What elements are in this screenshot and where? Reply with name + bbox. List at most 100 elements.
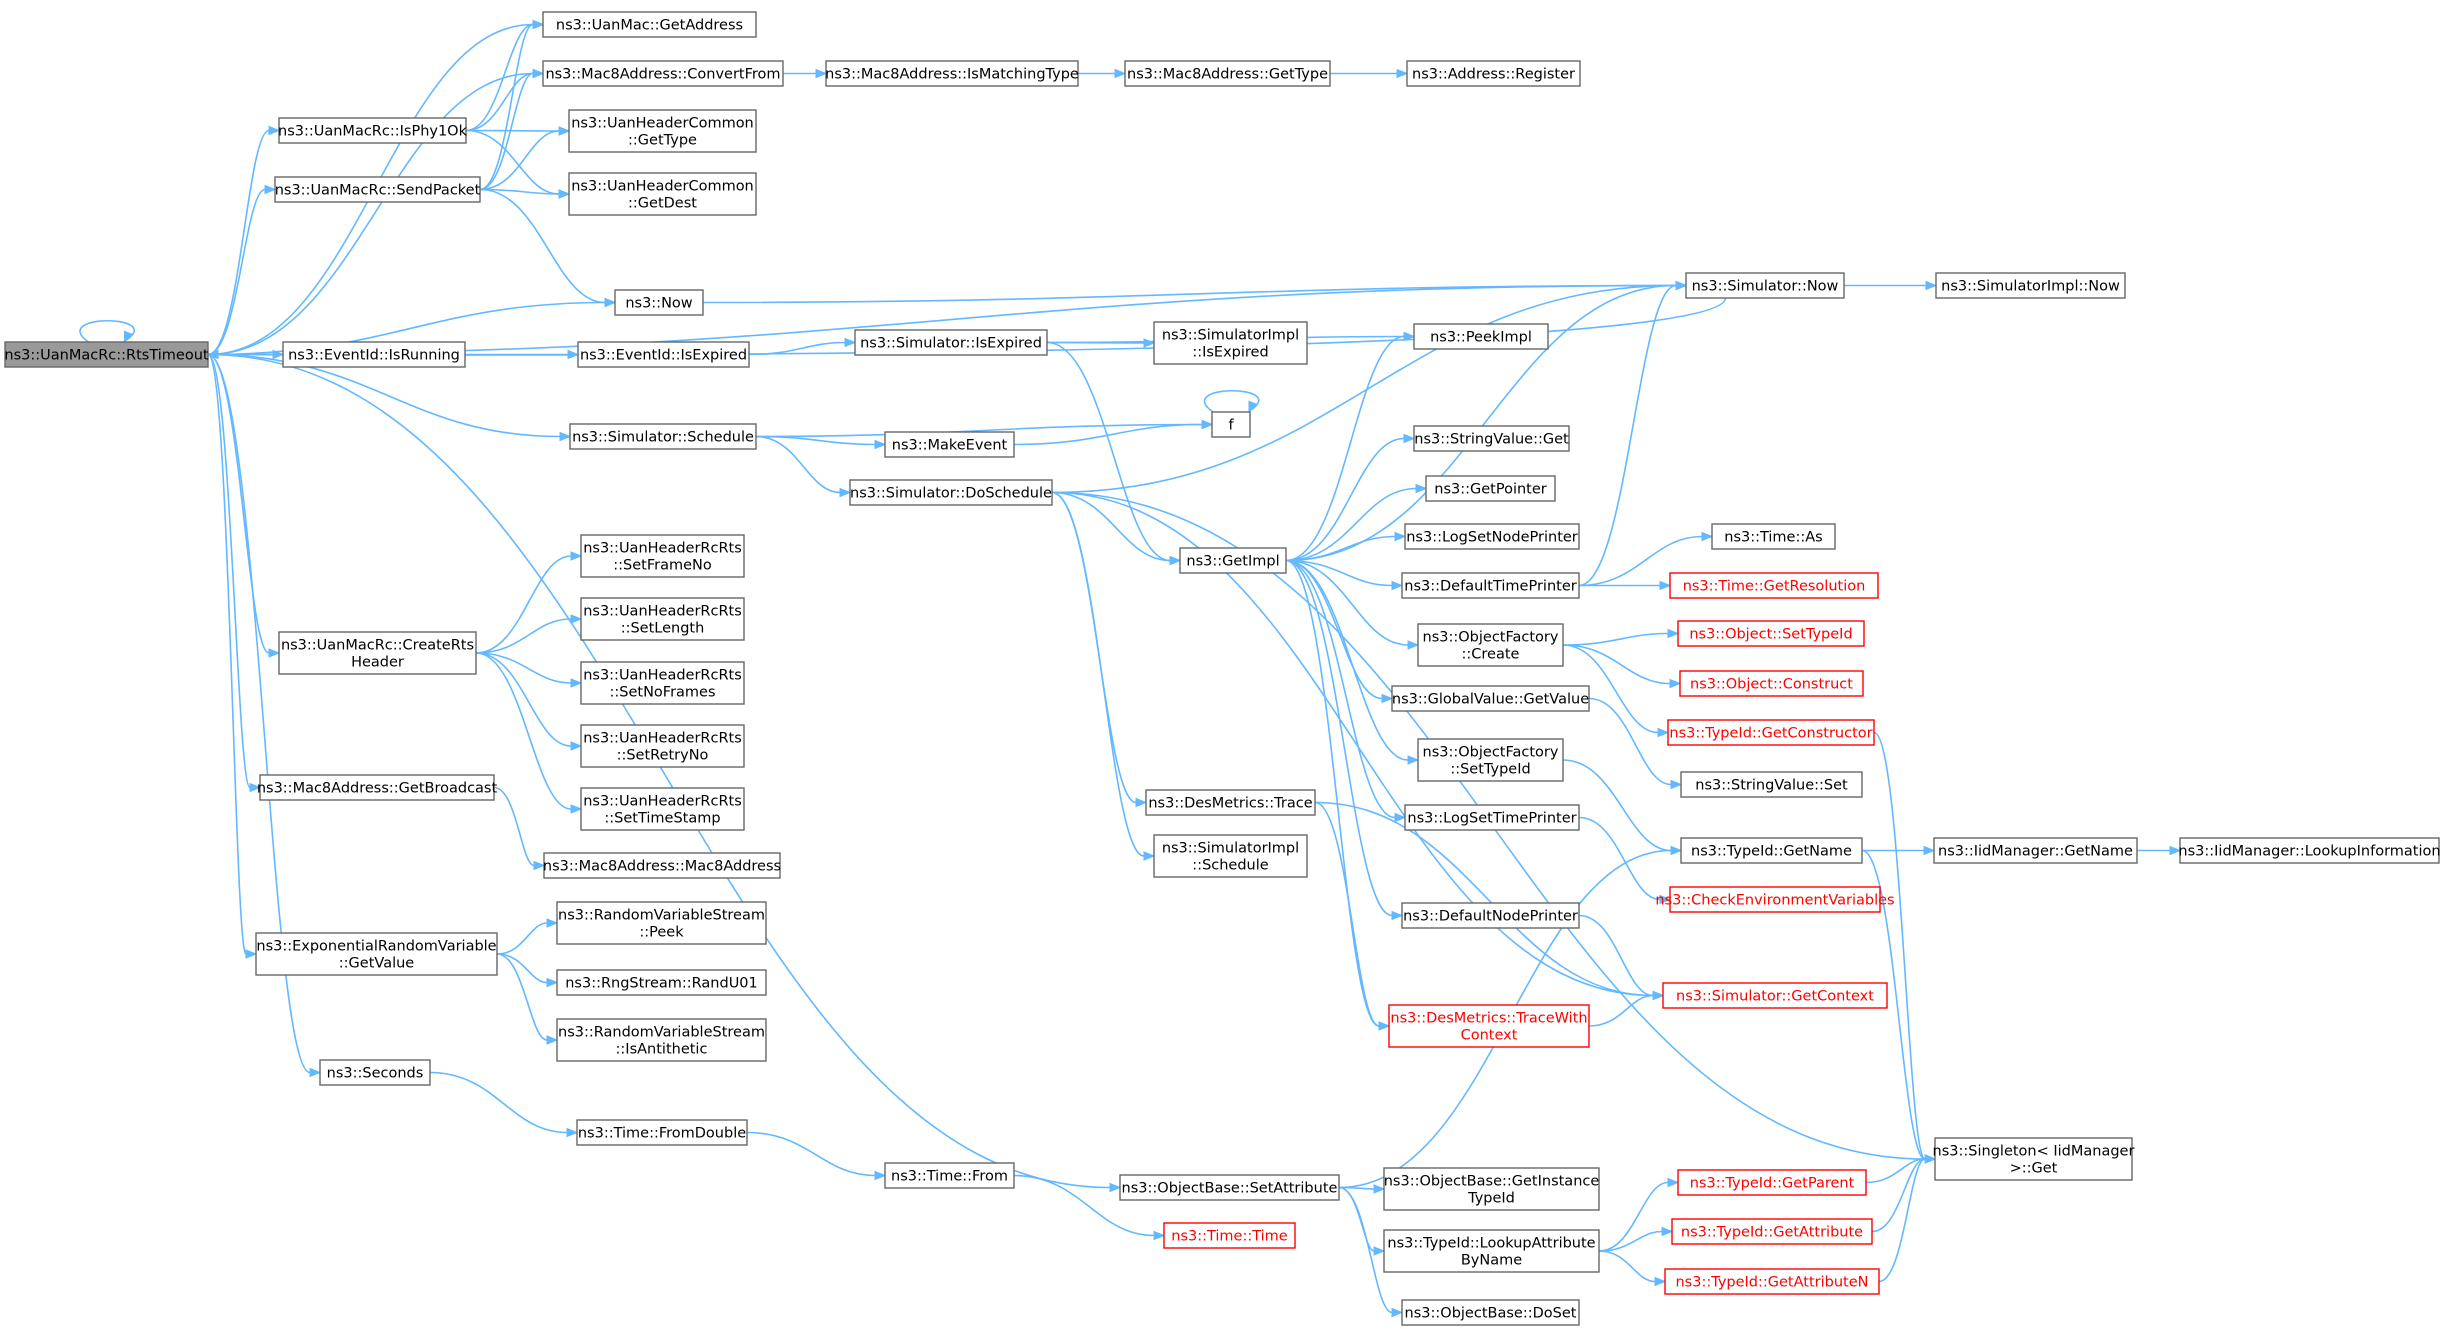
node-singleton[interactable]: ns3::Singleton< IidManager >::Get: [1933, 1137, 2135, 1181]
edge-expget-to-randu01-arrow: [546, 977, 559, 988]
node-construct[interactable]: ns3::Object::Construct: [1679, 670, 1864, 697]
node-box: [1383, 1167, 1600, 1211]
node-isanti[interactable]: ns3::RandomVariableStream::IsAntithetic: [556, 1018, 767, 1062]
edge-simnow-to-root-arrow: [206, 349, 219, 360]
node-getres[interactable]: ns3::Time::GetResolution: [1669, 572, 1879, 599]
node-isrunning[interactable]: ns3::EventId::IsRunning: [282, 341, 466, 368]
edge-getimpl-to-defnode: [1285, 559, 1393, 917]
node-sendpkt[interactable]: ns3::UanMacRc::SendPacket: [274, 176, 481, 203]
node-getattrn[interactable]: ns3::TypeId::GetAttributeN: [1664, 1268, 1880, 1295]
node-hdrdest[interactable]: ns3::UanHeaderCommon::GetDest: [568, 172, 757, 216]
node-rvpeek[interactable]: ns3::RandomVariableStream::Peek: [556, 901, 767, 945]
node-doschedule[interactable]: ns3::Simulator::DoSchedule: [849, 479, 1053, 506]
node-box: [1677, 620, 1865, 647]
edge-getbcast-to-mac8-arrow: [533, 860, 546, 871]
node-getaddr[interactable]: ns3::UanMac::GetAddress: [542, 11, 757, 38]
edge-isphy-to-getaddr: [465, 23, 534, 132]
node-gvget[interactable]: ns3::GlobalValue::GetValue: [1391, 685, 1590, 712]
edge-logtime-to-checkenv-arrow: [1659, 894, 1672, 905]
edge-getattrn-to-singleton-arrow: [1924, 1154, 1937, 1164]
node-setnoframes[interactable]: ns3::UanHeaderRcRts::SetNoFrames: [580, 661, 745, 705]
edge-createrts-to-setnoframes-arrow: [570, 678, 583, 688]
node-seconds[interactable]: ns3::Seconds: [319, 1059, 431, 1086]
node-randu01[interactable]: ns3::RngStream::RandU01: [556, 969, 767, 996]
node-f[interactable]: f: [1211, 411, 1251, 438]
edge-getbcast-to-mac8: [493, 786, 535, 867]
node-deftime[interactable]: ns3::DefaultTimePrinter: [1401, 572, 1580, 599]
node-checkenv[interactable]: ns3::CheckEnvironmentVariables: [1655, 886, 1895, 913]
node-setframe[interactable]: ns3::UanHeaderRcRts::SetFrameNo: [580, 534, 745, 578]
node-ismatch[interactable]: ns3::Mac8Address::IsMatchingType: [825, 60, 1079, 87]
node-iidlookup[interactable]: ns3::IidManager::LookupInformation: [2178, 837, 2441, 864]
node-implsched[interactable]: ns3::SimulatorImpl::Schedule: [1153, 834, 1308, 878]
node-iidname[interactable]: ns3::IidManager::GetName: [1933, 837, 2138, 864]
edge-doschedule-to-destrace: [1051, 491, 1137, 804]
node-logtime[interactable]: ns3::LogSetTimePrinter: [1404, 804, 1580, 831]
node-getimpl[interactable]: ns3::GetImpl: [1179, 547, 1287, 574]
node-label: ns3::UanHeaderCommon: [571, 116, 754, 132]
node-schedule[interactable]: ns3::Simulator::Schedule: [569, 423, 757, 450]
node-label: ns3::SimulatorImpl::Now: [1941, 279, 2120, 295]
node-destrace[interactable]: ns3::DesMetrics::Trace: [1145, 789, 1316, 816]
edge-root-to-root: [79, 319, 136, 343]
edge-objcreate-to-setiid-arrow: [1667, 628, 1680, 639]
node-label: ns3::Mac8Address::IsMatchingType: [825, 67, 1079, 83]
node-strget[interactable]: ns3::StringValue::Get: [1413, 425, 1570, 452]
node-mac8[interactable]: ns3::Mac8Address::Mac8Address: [543, 852, 781, 879]
edge-gvget-to-strset-arrow: [1670, 779, 1683, 790]
node-isexpired[interactable]: ns3::EventId::IsExpired: [577, 341, 750, 368]
node-getctor[interactable]: ns3::TypeId::GetConstructor: [1667, 719, 1875, 746]
node-timefrom[interactable]: ns3::Time::From: [884, 1162, 1015, 1189]
node-expget[interactable]: ns3::ExponentialRandomVariable::GetValue: [255, 932, 498, 976]
node-isphy[interactable]: ns3::UanMacRc::IsPhy1Ok: [278, 117, 468, 144]
node-simnow[interactable]: ns3::Simulator::Now: [1685, 272, 1845, 299]
node-label: ::SetLength: [621, 621, 705, 637]
node-getparent[interactable]: ns3::TypeId::GetParent: [1677, 1169, 1867, 1196]
node-objcreate[interactable]: ns3::ObjectFactory::Create: [1417, 623, 1564, 667]
node-hdrtype[interactable]: ns3::UanHeaderCommon::GetType: [568, 109, 757, 153]
node-setattr[interactable]: ns3::ObjectBase::SetAttribute: [1119, 1174, 1340, 1201]
node-lognode[interactable]: ns3::LogSetNodePrinter: [1404, 523, 1580, 550]
edge-root-to-getbcast: [207, 353, 251, 789]
node-defnode[interactable]: ns3::DefaultNodePrinter: [1401, 902, 1580, 929]
node-root[interactable]: ns3::UanMacRc::RtsTimeout: [4, 341, 209, 368]
node-tidname[interactable]: ns3::TypeId::GetName: [1680, 837, 1863, 864]
node-label: ns3::UanHeaderRcRts: [583, 794, 742, 810]
node-implnow[interactable]: ns3::SimulatorImpl::Now: [1935, 272, 2126, 299]
node-setretry[interactable]: ns3::UanHeaderRcRts::SetRetryNo: [580, 724, 745, 768]
node-peekimpl[interactable]: ns3::PeekImpl: [1413, 323, 1549, 350]
node-gettype8[interactable]: ns3::Mac8Address::GetType: [1124, 60, 1331, 87]
edge-sendpkt-to-convfrom: [479, 72, 534, 191]
node-setlen[interactable]: ns3::UanHeaderRcRts::SetLength: [580, 597, 745, 641]
node-label: ns3::Object::SetTypeId: [1689, 627, 1852, 643]
node-ofsettid[interactable]: ns3::ObjectFactory::SetTypeId: [1417, 738, 1564, 782]
node-label: ::SetTimeStamp: [604, 811, 720, 827]
edge-getparent-to-singleton: [1865, 1158, 1926, 1184]
node-settime[interactable]: ns3::UanHeaderRcRts::SetTimeStamp: [580, 787, 745, 831]
node-label: ns3::IidManager::LookupInformation: [2178, 844, 2440, 860]
node-doset[interactable]: ns3::ObjectBase::DoSet: [1401, 1299, 1580, 1326]
node-getattr[interactable]: ns3::TypeId::GetAttribute: [1671, 1218, 1873, 1245]
node-getptr[interactable]: ns3::GetPointer: [1425, 475, 1556, 502]
node-simisexp[interactable]: ns3::Simulator::IsExpired: [854, 329, 1048, 356]
node-timeas[interactable]: ns3::Time::As: [1711, 523, 1836, 550]
node-timetime[interactable]: ns3::Time::Time: [1163, 1222, 1296, 1249]
node-setiid[interactable]: ns3::Object::SetTypeId: [1677, 620, 1865, 647]
node-fromdbl[interactable]: ns3::Time::FromDouble: [576, 1119, 748, 1146]
node-strset[interactable]: ns3::StringValue::Set: [1680, 771, 1863, 798]
node-register[interactable]: ns3::Address::Register: [1406, 60, 1581, 87]
edge-deftime-to-simnow: [1578, 284, 1677, 587]
node-now[interactable]: ns3::Now: [614, 289, 704, 316]
edge-isphy-to-convfrom: [465, 72, 534, 132]
node-implisexp[interactable]: ns3::SimulatorImpl::IsExpired: [1153, 321, 1308, 365]
node-getctx[interactable]: ns3::Simulator::GetContext: [1662, 982, 1888, 1009]
node-getbcast[interactable]: ns3::Mac8Address::GetBroadcast: [257, 774, 498, 801]
edge-schedule-to-f: [755, 423, 1203, 438]
node-convfrom[interactable]: ns3::Mac8Address::ConvertFrom: [542, 60, 784, 87]
edge-lookupattr-to-getparent-arrow: [1667, 1177, 1680, 1188]
node-makeevent[interactable]: ns3::MakeEvent: [884, 431, 1015, 458]
